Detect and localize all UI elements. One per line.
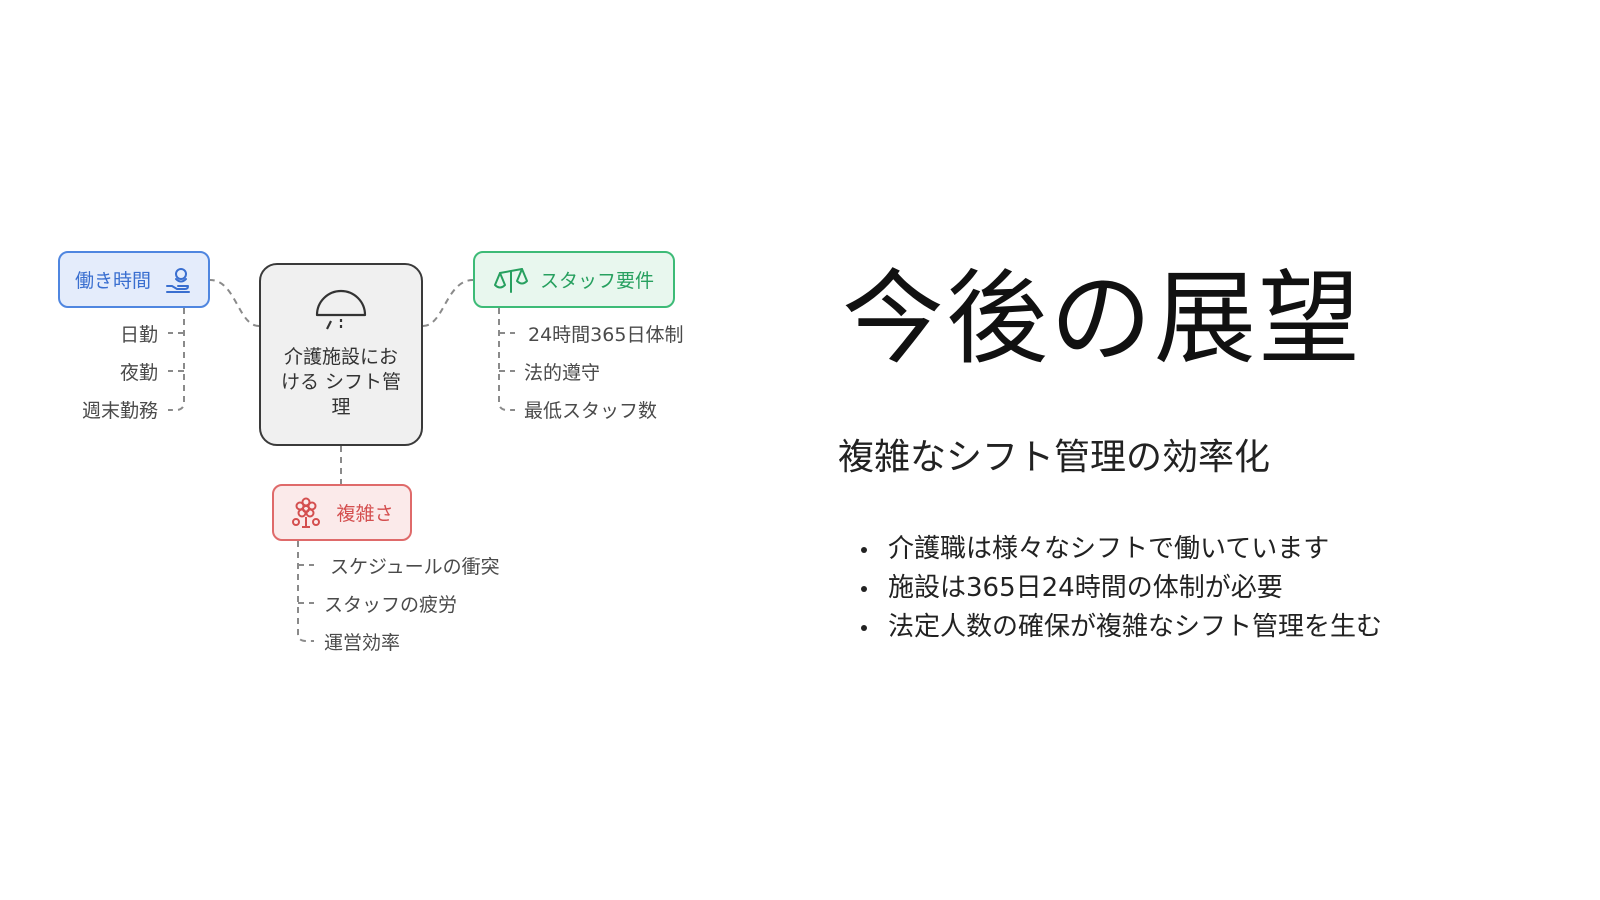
complexity-item: 運営効率 [324,632,401,654]
bullet-list: 介護職は様々なシフトで働いています 施設は365日24時間の体制が必要 法定人数… [858,530,1382,647]
connector-complexity-leaves [297,541,314,642]
hand-person-icon [166,267,190,293]
complexity-item: スケジュールの衝突 [330,556,500,578]
connector-lines [168,279,515,642]
bullet-text: 介護職は様々なシフトで働いています [888,534,1330,564]
bullet-dot [861,625,867,631]
staff-requirements-item: 最低スタッフ数 [524,400,658,422]
complexity-node: 複雑さ [272,484,412,541]
flower-icon [292,497,321,528]
umbrella-icon [315,289,367,330]
bullet-item: 法定人数の確保が複雑なシフト管理を生む [858,608,1382,647]
work-hours-item: 週末勤務 [81,400,158,422]
bullet-item: 施設は365日24時間の体制が必要 [858,569,1382,608]
connector-work-leaves [168,308,185,411]
staff-requirements-node: スタッフ要件 [473,251,675,308]
connector-center-staff [422,279,474,327]
center-node-label: 介護施設における シフト管理 [280,346,402,418]
work-hours-item: 夜勤 [119,362,158,384]
staff-requirements-item: 24時間365日体制 [528,324,684,346]
bullet-text: 施設は365日24時間の体制が必要 [888,573,1283,603]
slide-title: 今後の展望 [842,260,1362,379]
staff-requirements-item: 法的遵守 [524,362,601,384]
complexity-label: 複雑さ [336,503,394,525]
work-hours-node: 働き時間 [58,251,210,308]
connector-staff-leaves [498,308,515,411]
connector-center-work [209,279,260,327]
center-node: 介護施設における シフト管理 [259,263,423,446]
bullet-dot [861,547,867,553]
complexity-item: スタッフの疲労 [324,594,458,616]
work-hours-label: 働き時間 [74,270,151,292]
bullet-item: 介護職は様々なシフトで働いています [858,530,1382,569]
slide-subtitle: 複雑なシフト管理の効率化 [838,437,1271,478]
staff-requirements-label: スタッフ要件 [539,270,654,292]
bullet-dot [861,586,867,592]
scales-icon [493,267,528,293]
bullet-text: 法定人数の確保が複雑なシフト管理を生む [888,612,1383,642]
work-hours-item: 日勤 [119,324,158,346]
